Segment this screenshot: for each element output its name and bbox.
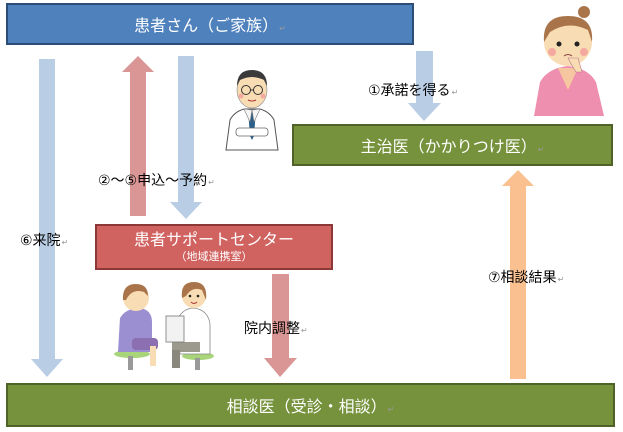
arrow-step6-visit — [31, 59, 63, 377]
patient-node-label: 患者さん（ご家族） — [134, 16, 279, 35]
step7-label-wrap: ⑦相談結果↵ — [488, 270, 565, 286]
consultation-illustration — [114, 282, 214, 370]
step6-label: ⑥来院 — [20, 233, 61, 249]
step1-label-wrap: ①承諾を得る↵ — [368, 83, 459, 99]
internal-label: 院内調整 — [244, 321, 300, 337]
step2-5-label: ②～⑤申込～予約 — [98, 173, 208, 189]
step2-5-label-wrap: ②～⑤申込～予約↵ — [98, 173, 215, 189]
step6-label-wrap: ⑥来院↵ — [20, 233, 69, 249]
support-center-label: 患者サポートセンター — [133, 230, 294, 249]
gp-node-label: 主治医（かかりつけ医） — [360, 137, 537, 156]
step7-label: ⑦相談結果 — [488, 270, 557, 286]
support-center-node: 患者サポートセンター （地域連携室） — [95, 224, 333, 270]
arrow-step2-5-down — [170, 56, 202, 219]
arrow-step2-5-up — [122, 56, 154, 216]
arrow-internal-coordination — [264, 274, 297, 377]
worried-woman-illustration — [534, 6, 604, 116]
internal-label-wrap: 院内調整↵ — [244, 321, 308, 337]
arrow-step7-result — [502, 170, 534, 379]
doctor-illustration — [225, 70, 279, 151]
step1-label: ①承諾を得る — [368, 83, 451, 99]
consult-doctor-node: 相談医（受診・相談）↵ — [6, 383, 615, 427]
arrow-step1-consent — [408, 51, 441, 121]
gp-node: 主治医（かかりつけ医）↵ — [292, 124, 613, 166]
patient-node: 患者さん（ご家族）↵ — [6, 3, 414, 45]
support-center-sublabel: （地域連携室） — [175, 250, 253, 263]
consult-doctor-label: 相談医（受診・相談） — [226, 397, 387, 416]
